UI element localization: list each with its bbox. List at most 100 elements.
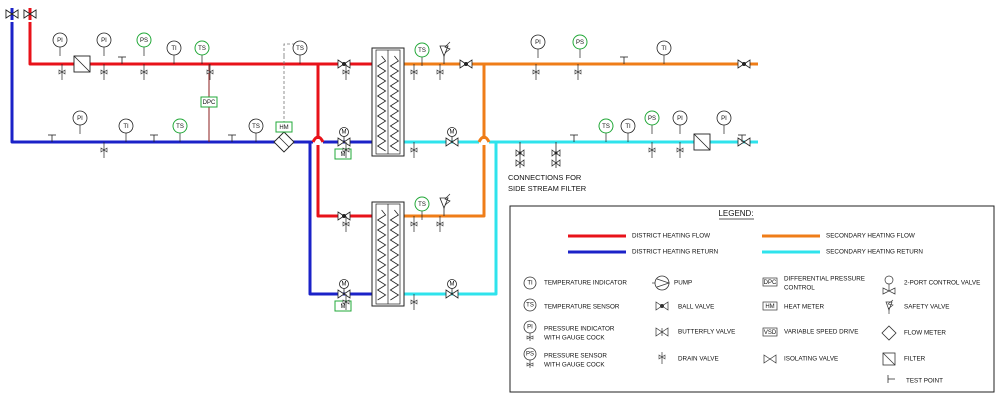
heat-meter-box: HM — [275, 121, 293, 133]
district-flow-ball-valve-bottom — [337, 211, 351, 221]
note-line-2: SIDE STREAM FILTER — [508, 184, 587, 193]
flow-riser-isolating-valve-top — [23, 9, 37, 19]
drain-valve-8-body — [574, 69, 582, 75]
ts-sensor-2: TS — [292, 40, 308, 64]
legend-symbol-ts: TS — [523, 298, 537, 312]
return-riser-isolating-valve-top — [5, 9, 19, 19]
ps-sensor-3: PS — [644, 110, 660, 134]
heat-exchanger-bottom-coil-1 — [389, 209, 400, 301]
crossover-hop-secondary — [477, 135, 491, 143]
ti-gauge-2-label: TI — [123, 124, 129, 130]
flow-riser-isolating-valve-top-body — [23, 9, 37, 19]
legend-symbol-isolating-valve — [763, 354, 777, 364]
legend-symbol-control-valve — [882, 275, 896, 295]
pi-gauge-6: PI — [716, 110, 732, 134]
district-flow-filter — [73, 55, 91, 73]
ts-sensor-5-label: TS — [418, 48, 426, 54]
side-stream-ball-0 — [518, 151, 522, 155]
ps-sensor-2-label: PS — [576, 40, 584, 46]
svg-text:TS: TS — [526, 303, 534, 309]
legend-label-pump: PUMP — [674, 280, 692, 287]
legend-label-district-return: DISTRICT HEATING RETURN — [632, 249, 719, 256]
drain-valve-5-body — [410, 69, 418, 75]
ti-gauge-2-ring — [118, 118, 134, 134]
drain-valve-11-body — [410, 147, 418, 153]
drain-valve-16-body — [410, 299, 418, 305]
ps-sensor-1-ring — [136, 32, 152, 48]
test-point-1 — [48, 134, 56, 142]
drain-valve-17-body — [648, 147, 656, 153]
secondary-flow-riser-pipe — [404, 64, 486, 218]
secondary-flow-end-valve — [737, 59, 751, 69]
legend-label-pi: PRESSURE INDICATOR — [544, 326, 615, 333]
pi-gauge-5: PI — [672, 110, 688, 134]
ts-sensor-7-label: TS — [602, 124, 610, 130]
legend-label-safety-valve: SAFETY VALVE — [904, 304, 950, 311]
drain-valve-2-body — [140, 69, 148, 75]
legend-symbol-hm: HM — [762, 301, 778, 311]
heat-exchanger-bottom-coil-0 — [376, 209, 387, 301]
drain-valve-18-body — [676, 147, 684, 153]
legend-symbol-pump — [652, 275, 671, 291]
drain-valve-10-body — [342, 147, 350, 153]
ts-sensor-6-ring — [414, 196, 430, 212]
ts-sensor-4-label: TS — [252, 124, 260, 130]
ts-sensor-6: TS — [414, 196, 430, 220]
legend-label-dpc: DIFFERENTIAL PRESSURE — [784, 276, 865, 283]
pi-gauge-1-ring — [52, 32, 68, 48]
legend-label-ps: PRESSURE SENSOR — [544, 353, 607, 360]
ts-sensor-4-ring — [248, 118, 264, 134]
ps-sensor-2: PS — [572, 34, 588, 58]
legend-label-district-flow: DISTRICT HEATING FLOW — [632, 233, 710, 240]
drain-valve-0-body — [58, 69, 66, 75]
ts-sensor-2-ring — [292, 40, 308, 56]
pi-gauge-2: PI — [96, 32, 112, 56]
ti-gauge-4-label: TI — [625, 124, 631, 130]
district-return-heat-meter-body-mark — [278, 136, 290, 148]
ts-sensor-1: TS — [194, 40, 210, 64]
legend-label-ti: TEMPERATURE INDICATOR — [544, 280, 627, 287]
drain-valve-3-body — [206, 69, 214, 75]
ti-gauge-4-ring — [620, 118, 636, 134]
legend-symbol-dpc: DPC — [762, 277, 778, 287]
ts-sensor-7-ring — [598, 118, 614, 134]
ts-sensor-3-ring — [172, 118, 188, 134]
secondary-return-end-valve-body — [737, 137, 751, 147]
pi-gauge-3: PI — [72, 110, 88, 134]
drain-valve-18 — [676, 142, 684, 158]
crossover-hop-district — [311, 135, 325, 143]
safety-valve-bottom-spring — [444, 193, 451, 206]
drain-valve-12 — [342, 216, 350, 232]
drain-valve-14 — [436, 216, 444, 232]
district-return-control-valve-bottom-label: M — [342, 282, 347, 288]
pi-gauge-3-ring — [72, 110, 88, 126]
legend-symbol-drain-valve — [658, 352, 666, 364]
test-point-5 — [620, 56, 628, 64]
pi-gauge-4-label: PI — [535, 40, 541, 46]
vsd-box-bottom-label: M — [341, 304, 346, 310]
ti-gauge-3-label: TI — [661, 46, 667, 52]
heat-exchanger-top — [371, 47, 405, 157]
drain-valve-10 — [342, 142, 350, 158]
district-return-control-valve-bottom-actuator — [339, 279, 349, 289]
district-flow-ball-valve-top — [337, 59, 351, 69]
drain-valve-12-body — [342, 221, 350, 227]
district-flow-branch-pipe — [316, 64, 372, 218]
legend-label-filter: FILTER — [904, 356, 926, 363]
legend-title: LEGEND: — [718, 209, 753, 218]
side-stream-connection-0 — [515, 142, 525, 168]
legend-symbol-ti: TI — [523, 276, 537, 290]
svg-text:VSD: VSD — [764, 330, 777, 336]
district-flow-filter-mesh — [73, 55, 91, 73]
legend-label-pi-2: WITH GAUGE COCK — [544, 335, 605, 342]
drain-valve-17 — [648, 142, 656, 158]
ti-gauge-3: TI — [656, 40, 672, 64]
test-point-2 — [150, 134, 158, 142]
legend-symbol-safety-valve — [885, 299, 894, 314]
ps-sensor-3-ring — [644, 110, 660, 126]
drain-valve-7 — [532, 64, 540, 80]
ti-gauge-2: TI — [118, 118, 134, 142]
test-point-6 — [738, 134, 746, 142]
